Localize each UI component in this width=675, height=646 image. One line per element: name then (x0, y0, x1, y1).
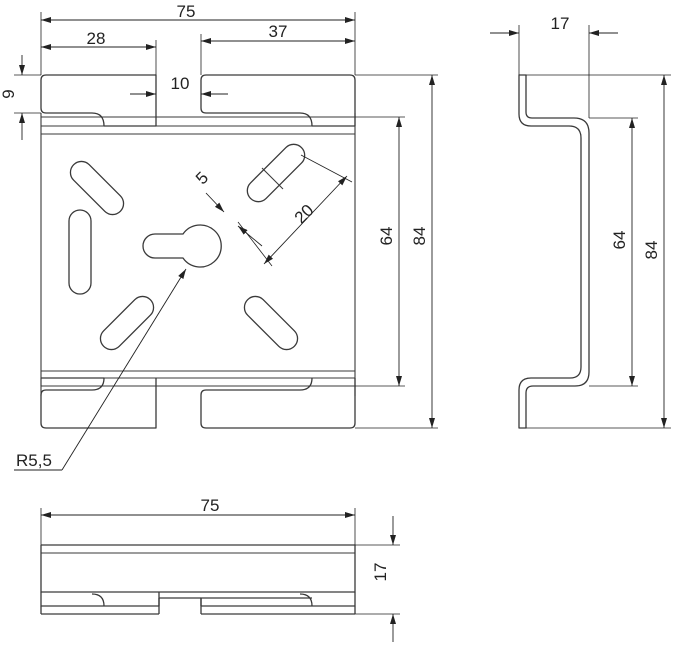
bottom-outline (40, 544, 356, 593)
dim-line (237, 225, 263, 247)
dim-total-height-side: 84 (642, 241, 661, 260)
dim-total-height-front: 84 (410, 227, 429, 246)
bottom-right-tab (200, 377, 356, 429)
leader-line (61, 268, 187, 471)
dim-left-slot-width: 28 (87, 29, 106, 48)
slot-upper-left (69, 160, 125, 216)
slot-upper-right (246, 143, 306, 203)
keyhole (142, 224, 222, 268)
side-profile (518, 74, 590, 429)
dim-line (205, 192, 225, 213)
top-right-tab (200, 74, 356, 127)
bottom-view (40, 544, 356, 615)
bottom-right-foot (200, 592, 356, 607)
dim-bottom-width: 75 (201, 496, 220, 515)
slot-left-vertical (68, 209, 92, 295)
dim-slot-height: 9 (0, 89, 18, 98)
slot-lower-right (243, 295, 299, 351)
dim-inner-height-side: 64 (610, 231, 629, 250)
slot-lower-left (99, 295, 155, 351)
ext-line (237, 221, 273, 267)
dim-slot-length: 20 (291, 201, 318, 228)
ext-line (300, 154, 353, 183)
side-dimensions: 17 64 84 (490, 14, 671, 429)
dim-slot-gap: 10 (171, 74, 190, 93)
bottom-left-tab (40, 377, 157, 429)
slot-upper-right-centerline (261, 167, 284, 190)
dim-slot-width: 5 (192, 168, 212, 188)
dim-top-width: 75 (177, 2, 196, 21)
side-view (518, 74, 590, 429)
dim-inner-height-front: 64 (377, 227, 396, 246)
dim-right-slot-width: 37 (269, 22, 288, 41)
dim-keyhole-radius: R5,5 (16, 451, 52, 470)
bottom-left-foot (40, 592, 160, 607)
dim-bottom-depth: 17 (371, 563, 390, 582)
front-dimensions: 75 28 37 10 9 64 84 20 (0, 2, 438, 471)
dim-side-depth: 17 (551, 14, 570, 33)
top-left-tab (40, 74, 157, 127)
dim-line (263, 175, 348, 265)
front-view (40, 74, 356, 429)
bottom-dimensions: 75 17 (40, 496, 400, 642)
